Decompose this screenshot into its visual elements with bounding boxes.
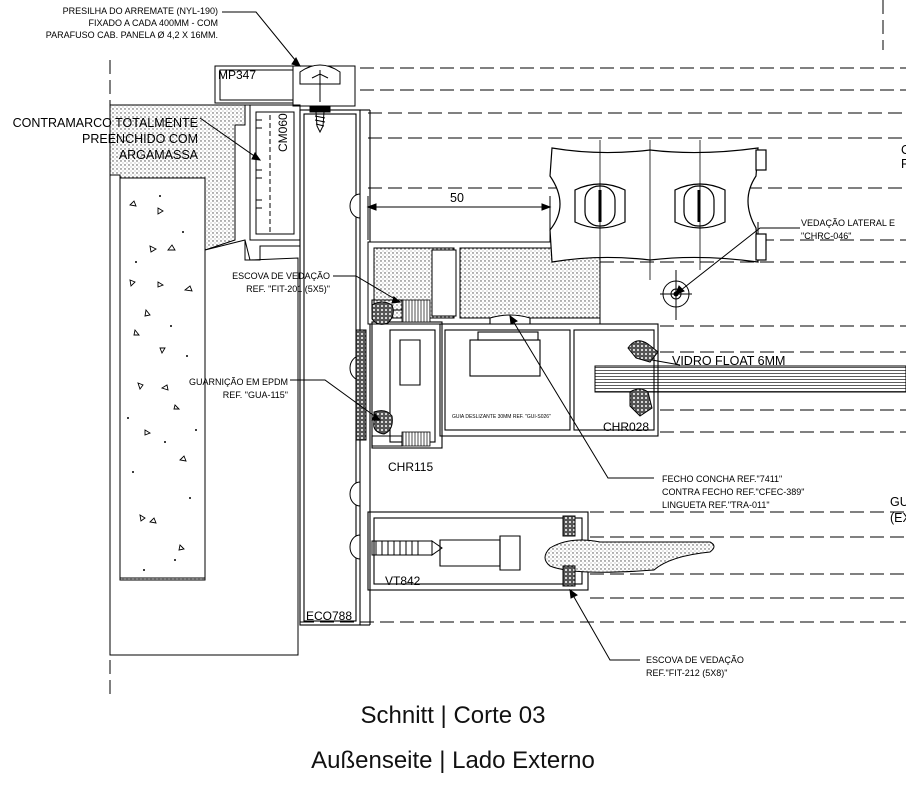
- note-right-top-line1: C: [901, 143, 906, 157]
- note-contramarco-line2: PREENCHIDO COM: [82, 132, 198, 146]
- glass-pane: [594, 365, 906, 393]
- annotation-escova-top: ESCOVA DE VEDAÇÃO REF. "FIT-201 (5X5)": [232, 271, 330, 294]
- annotation-vedacao-lateral: VEDAÇÃO LATERAL E "CHRC-046": [801, 218, 895, 241]
- screw-bottom-icon: [371, 540, 443, 556]
- annotation-presilha: PRESILHA DO ARREMATE (NYL-190) FIXADO A …: [46, 6, 218, 40]
- note-vedacao-line1: VEDAÇÃO LATERAL E: [801, 218, 895, 228]
- note-guarnicao-line1: GUARNIÇÃO EM EPDM: [189, 377, 288, 387]
- annotation-contramarco: CONTRAMARCO TOTALMENTE PREENCHIDO COM AR…: [13, 116, 199, 162]
- note-presilha-line3: PARAFUSO CAB. PANELA Ø 4,2 X 16MM.: [46, 30, 218, 40]
- cap-profile-mp347: [214, 64, 356, 107]
- drawing-subtitle: Außenseite | Lado Externo: [311, 747, 595, 774]
- note-gu-line2: (EX: [890, 511, 906, 525]
- leader-lines: [199, 11, 800, 661]
- note-escova-bottom-line2: REF."FIT-212 (5X8)": [646, 668, 727, 678]
- drawing-title: Schnitt | Corte 03: [360, 702, 546, 729]
- upper-sash-fill: [367, 241, 601, 325]
- note-fecho-line2: CONTRA FECHO REF."CFEC-389": [662, 487, 804, 497]
- annotation-fecho: FECHO CONCHA REF."7411" CONTRA FECHO REF…: [662, 474, 804, 510]
- dimension-label: 50: [450, 191, 464, 205]
- note-presilha-line1: PRESILHA DO ARREMATE (NYL-190): [63, 6, 218, 16]
- note-right-top-line2: F: [901, 157, 906, 171]
- note-presilha-line2: FIXADO A CADA 400MM - COM: [88, 18, 218, 28]
- tag-mp347: MP347: [218, 68, 256, 82]
- tag-chr115: CHR115: [388, 460, 433, 474]
- brush-seals-bottom: [562, 515, 576, 587]
- epdm-gaskets: [355, 301, 394, 441]
- note-fecho-line1: FECHO CONCHA REF."7411": [662, 474, 782, 484]
- tongue-lingueta: [544, 539, 715, 573]
- tag-vt842: VT842: [385, 574, 421, 588]
- tag-cm060: CM060: [276, 113, 290, 152]
- note-escova-top-line2: REF. "FIT-201 (5X5)": [246, 284, 330, 294]
- dimension-50: [366, 196, 552, 250]
- screw-top-icon: [309, 105, 331, 134]
- note-vidro: VIDRO FLOAT 6MM: [672, 354, 785, 368]
- tag-chr028: CHR028: [603, 420, 649, 434]
- brush-seals-top: [401, 299, 431, 447]
- annotation-guarnicao: GUARNIÇÃO EM EPDM REF. "GUA-115": [189, 377, 288, 400]
- lock-cylinder-icon: [660, 270, 692, 320]
- annotation-escova-bottom: ESCOVA DE VEDAÇÃO REF."FIT-212 (5X8)": [646, 655, 744, 678]
- note-guia: GUIA DESLIZANTE 30MM REF. "GUI-S026": [452, 414, 551, 420]
- note-escova-top-line1: ESCOVA DE VEDAÇÃO: [232, 271, 330, 281]
- masonry-wall: [109, 104, 299, 656]
- annotation-cut-right: GU (EX C F: [890, 143, 906, 525]
- tag-eco788: ECO788: [306, 609, 352, 623]
- fecho-concha-handle: [549, 140, 767, 280]
- note-contramarco-line3: ARGAMASSA: [119, 148, 199, 162]
- note-vedacao-line2: "CHRC-046": [801, 231, 851, 241]
- note-escova-bottom-line1: ESCOVA DE VEDAÇÃO: [646, 655, 744, 665]
- note-contramarco-line1: CONTRAMARCO TOTALMENTE: [13, 116, 198, 130]
- note-guarnicao-line2: REF. "GUA-115": [223, 390, 288, 400]
- note-fecho-line3: LINGUETA REF."TRA-011": [662, 500, 770, 510]
- note-gu-line1: GU: [890, 495, 906, 509]
- glazing-gaskets: [627, 340, 659, 417]
- contramarco-profile-cm060: [244, 104, 301, 261]
